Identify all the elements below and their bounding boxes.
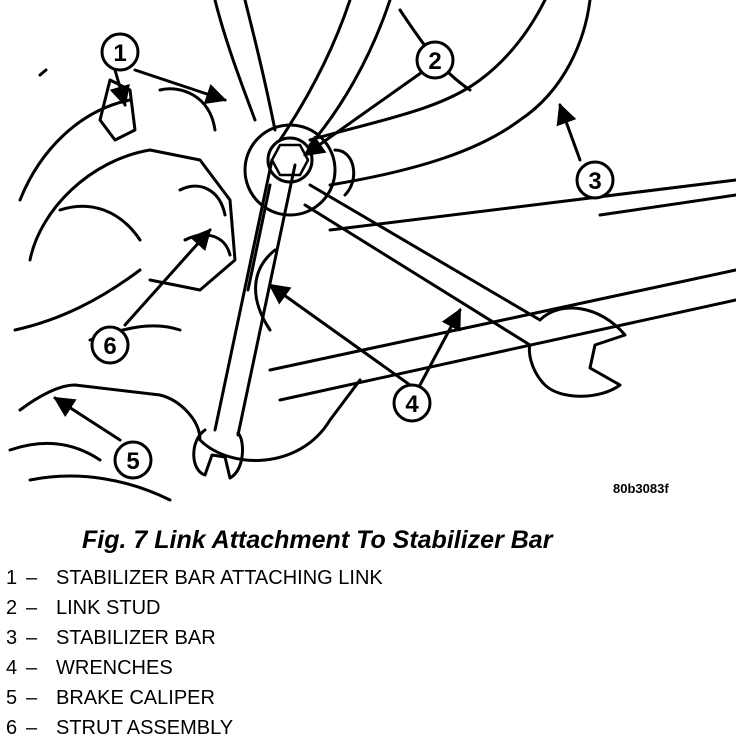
legend-separator: – — [26, 657, 38, 679]
callout-6-label: 6 — [103, 333, 116, 360]
legend-item: 6–STRUT ASSEMBLY — [6, 713, 383, 743]
strut-assembly — [13, 68, 237, 342]
legend-number: 6 — [6, 717, 18, 739]
legend-list: 1–STABILIZER BAR ATTACHING LINK 2–LINK S… — [6, 563, 383, 743]
legend-label: BRAKE CALIPER — [56, 687, 215, 709]
stabilizer-bar — [308, 0, 592, 187]
callout-3-label: 3 — [588, 168, 601, 195]
horizontal-wrench — [303, 183, 627, 398]
legend-label: STABILIZER BAR — [56, 627, 216, 649]
legend-item: 4–WRENCHES — [6, 653, 383, 683]
lower-arm-lines — [198, 178, 736, 462]
legend-label: WRENCHES — [56, 657, 173, 679]
legend-label: STABILIZER BAR ATTACHING LINK — [56, 567, 383, 589]
callout-3: 3 — [575, 160, 615, 200]
legend-label: LINK STUD — [56, 597, 161, 619]
legend-number: 4 — [6, 657, 18, 679]
legend-number: 3 — [6, 627, 18, 649]
stabilizer-link-illustration: 1 2 3 4 5 6 — [8, 0, 736, 502]
legend-item: 2–LINK STUD — [6, 593, 383, 623]
callout-4-label: 4 — [405, 391, 419, 418]
legend-item: 1–STABILIZER BAR ATTACHING LINK — [6, 563, 383, 593]
callout-2: 2 — [415, 40, 455, 80]
figure-caption: Fig. 7 Link Attachment To Stabilizer Bar — [82, 526, 553, 554]
figure-id: 80b3083f — [613, 481, 669, 496]
legend-item: 3–STABILIZER BAR — [6, 623, 383, 653]
callout-1-label: 1 — [113, 40, 126, 67]
legend-number: 2 — [6, 597, 18, 619]
leader-lines — [53, 68, 582, 442]
legend-number: 1 — [6, 567, 18, 589]
callout-6: 6 — [90, 325, 130, 365]
callout-1: 1 — [100, 32, 140, 72]
callout-2-label: 2 — [428, 48, 441, 75]
callout-5-label: 5 — [126, 448, 139, 475]
strut-upper-lines — [213, 0, 392, 147]
callout-5: 5 — [113, 440, 153, 480]
vertical-wrench — [192, 158, 297, 480]
callout-4: 4 — [392, 383, 432, 423]
legend-separator: – — [26, 717, 38, 739]
legend-separator: – — [26, 627, 38, 649]
legend-item: 5–BRAKE CALIPER — [6, 683, 383, 713]
legend-separator: – — [26, 597, 38, 619]
legend-number: 5 — [6, 687, 18, 709]
legend-separator: – — [26, 567, 38, 589]
legend-label: STRUT ASSEMBLY — [56, 717, 234, 739]
legend-separator: – — [26, 687, 38, 709]
brake-caliper — [8, 383, 202, 502]
